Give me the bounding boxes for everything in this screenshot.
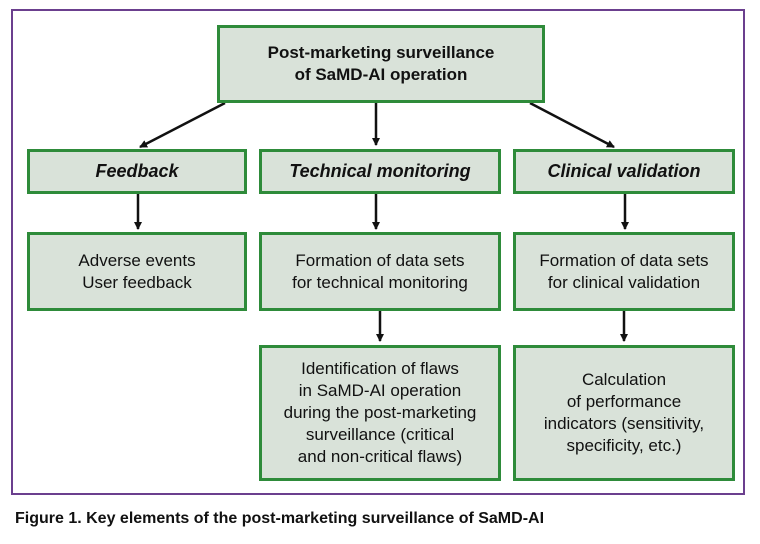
clinical-step-box: Formation of data sets for clinical vali… [513,232,735,311]
clinical-heading-box: Clinical validation [513,149,735,194]
clinical-step2-line: indicators (sensitivity, [543,414,705,433]
clinical-step-line: for clinical validation [547,272,701,292]
clinical-step2-line: of performance [566,392,682,411]
technical-step2-line: Identification of flaws [301,359,459,378]
clinical-step2-box: Calculation of performance indicators (s… [513,345,735,481]
technical-step2-line: during the post-marketing [283,403,477,422]
feedback-step-box: Adverse events User feedback [27,232,247,311]
technical-step-line: for technical monitoring [292,272,468,292]
clinical-step2-line: Calculation [581,370,667,389]
root-line-1: Post-marketing surveillance [267,43,495,62]
feedback-step-line: User feedback [82,272,192,292]
feedback-heading-box: Feedback [27,149,247,194]
technical-step2-box: Identification of flaws in SaMD-AI opera… [259,345,501,481]
technical-heading: Technical monitoring [289,161,471,181]
root-box: Post-marketing surveillance of SaMD-AI o… [217,25,545,103]
technical-step2-line: in SaMD-AI operation [298,381,462,400]
arrow-root-to-clinical [529,101,615,149]
technical-step2-line: surveillance (critical [305,425,455,444]
technical-heading-box: Technical monitoring [259,149,501,194]
technical-step2-line: and non-critical flaws) [297,447,463,466]
technical-step-box: Formation of data sets for technical mon… [259,232,501,311]
clinical-step2-line: specificity, etc.) [566,436,682,455]
clinical-heading: Clinical validation [547,161,701,181]
feedback-heading: Feedback [95,161,179,181]
feedback-step-line: Adverse events [78,250,196,270]
figure-frame [11,9,745,495]
root-line-2: of SaMD-AI operation [294,65,468,84]
clinical-step-line: Formation of data sets [539,250,709,270]
technical-step-line: Formation of data sets [295,250,465,270]
arrow-root-to-feedback [139,101,226,149]
figure-caption: Figure 1. Key elements of the post-marke… [15,510,545,527]
